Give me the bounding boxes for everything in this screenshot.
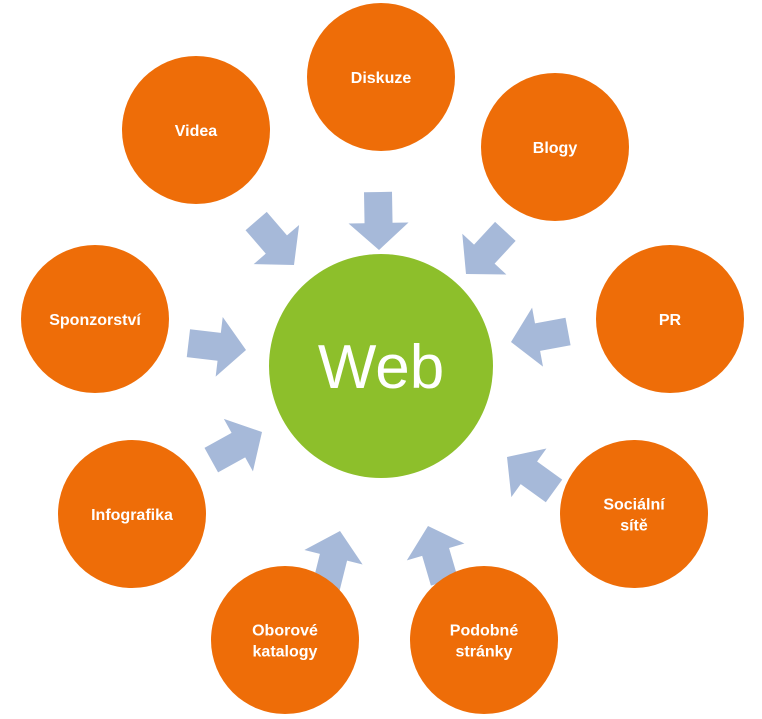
arrow-2 — [511, 307, 571, 367]
satellite-node-2: PR — [596, 245, 744, 393]
arrow-6 — [204, 418, 262, 473]
arrow-3 — [507, 448, 563, 503]
satellite-label: stránky — [456, 644, 513, 661]
satellite-circle — [211, 566, 359, 714]
satellite-label: PR — [659, 312, 682, 329]
satellite-label: Sociální — [603, 497, 665, 514]
satellite-circle — [21, 245, 169, 393]
satellite-label: Diskuze — [351, 70, 412, 87]
satellite-node-5: Oborové katalogy — [211, 566, 359, 714]
hub-circle — [269, 254, 493, 478]
satellite-node-1: Blogy — [481, 73, 629, 221]
hub-label: Web — [318, 333, 444, 402]
satellite-label: Oborové — [252, 623, 318, 640]
satellite-label: katalogy — [253, 644, 318, 661]
satellite-circle — [307, 3, 455, 151]
satellite-node-8: Videa — [122, 56, 270, 204]
satellite-node-6: Infografika — [58, 440, 206, 588]
arrows-layer — [186, 191, 571, 591]
satellite-node-4: Podobné stránky — [410, 566, 558, 714]
satellite-label: Videa — [175, 123, 218, 140]
satellite-label: sítě — [620, 518, 648, 535]
arrow-7 — [186, 317, 246, 377]
satellite-circle — [58, 440, 206, 588]
satellite-node-0: Diskuze — [307, 3, 455, 151]
arrow-4 — [406, 526, 465, 586]
satellite-circle — [410, 566, 558, 714]
arrow-0 — [348, 191, 409, 250]
satellite-node-3: Sociální sítě — [560, 440, 708, 588]
satellite-circle — [122, 56, 270, 204]
satellite-label: Sponzorství — [49, 312, 141, 329]
arrow-8 — [245, 211, 300, 265]
satellite-circle — [560, 440, 708, 588]
satellite-circle — [596, 245, 744, 393]
satellite-circle — [481, 73, 629, 221]
satellite-label: Infografika — [91, 507, 173, 524]
hub-node: Web — [269, 254, 493, 478]
arrow-1 — [462, 221, 516, 275]
satellite-label: Blogy — [533, 140, 578, 157]
satellite-node-7: Sponzorství — [21, 245, 169, 393]
satellite-label: Podobné — [450, 623, 519, 640]
